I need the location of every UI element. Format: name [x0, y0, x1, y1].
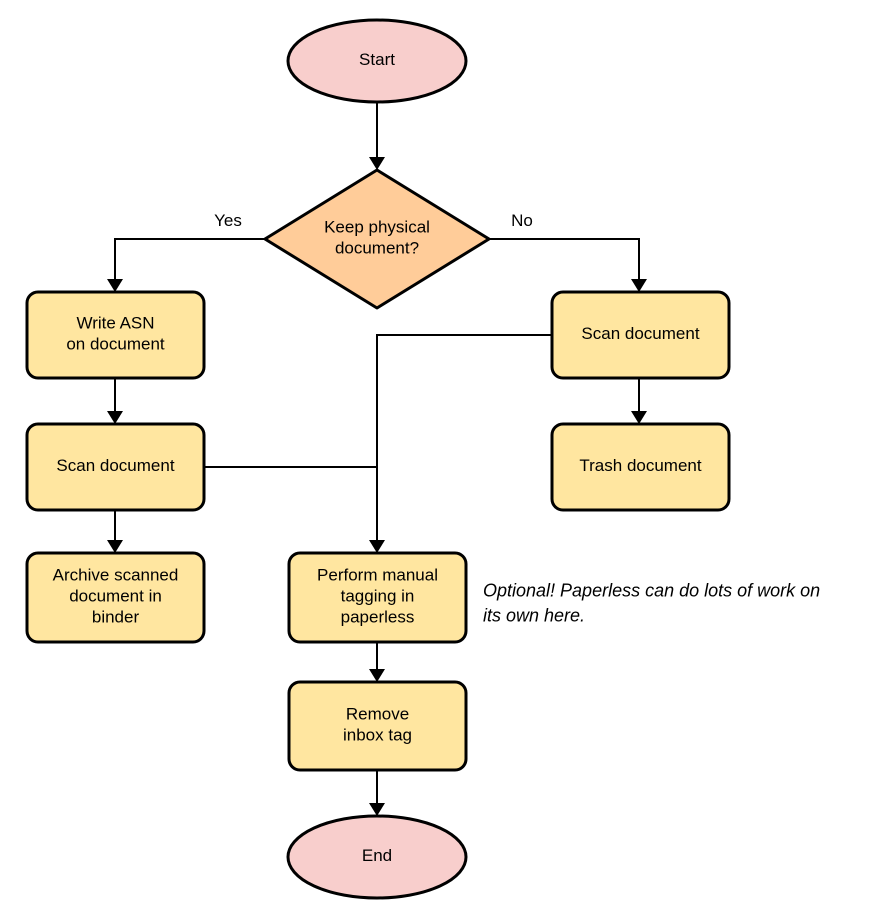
edge-remove-inbox-end-arrowhead — [369, 803, 385, 816]
edge-decision-write-asn-label: Yes — [214, 211, 242, 230]
edge-decision-scan-right-arrowhead — [631, 279, 647, 292]
node-trash_document-shape[interactable] — [550, 422, 731, 512]
node-scan_right-label: Scan document — [581, 324, 699, 343]
node-start[interactable]: Start — [286, 18, 468, 104]
node-trash_document-label: Trash document — [579, 456, 701, 475]
node-start-shape[interactable] — [286, 18, 468, 104]
edge-scan-right-manual-tagging — [369, 334, 552, 553]
node-write_asn-shape[interactable] — [25, 290, 206, 380]
edge-scan-left-archive-arrowhead — [107, 540, 123, 553]
node-remove_inbox_tag-shape[interactable] — [287, 680, 468, 772]
node-scan_right-shape[interactable] — [550, 290, 731, 380]
node-scan_left-shape[interactable] — [25, 422, 206, 512]
edge-start-decision-arrowhead — [369, 157, 385, 170]
edge-decision-scan-right: No — [489, 211, 647, 292]
node-manual_tagging-shape[interactable] — [287, 551, 468, 644]
edge-scan-right-trash-arrowhead — [631, 411, 647, 424]
node-decision_keep-shape[interactable] — [263, 168, 491, 310]
edge-decision-write-asn: Yes — [107, 211, 266, 292]
annotations-layer: Optional! Paperless can do lots of work … — [483, 580, 820, 625]
edge-decision-scan-right-label: No — [511, 211, 533, 230]
edge-scan-left-archive — [107, 510, 123, 553]
node-start-label: Start — [359, 50, 395, 69]
edge-start-decision — [369, 102, 385, 170]
edge-scan-right-trash — [631, 378, 647, 424]
edge-manual-tagging-remove-inbox — [369, 642, 385, 682]
node-end-shape[interactable] — [286, 814, 468, 900]
node-end[interactable]: End — [286, 814, 468, 900]
node-scan_right[interactable]: Scan document — [550, 290, 731, 380]
node-trash_document[interactable]: Trash document — [550, 422, 731, 512]
node-scan_left[interactable]: Scan document — [25, 422, 206, 512]
edge-write-asn-scan-left — [107, 378, 123, 424]
optional-note: Optional! Paperless can do lots of work … — [483, 580, 820, 625]
edge-write-asn-scan-left-arrowhead — [107, 411, 123, 424]
node-end-label: End — [362, 846, 392, 865]
edge-scan-right-manual-tagging-arrowhead — [369, 540, 385, 553]
node-scan_left-label: Scan document — [56, 456, 174, 475]
edge-remove-inbox-end — [369, 770, 385, 816]
node-archive_binder-shape[interactable] — [25, 551, 206, 644]
edge-decision-write-asn-arrowhead — [107, 279, 123, 292]
edge-manual-tagging-remove-inbox-arrowhead — [369, 669, 385, 682]
edges-layer: Yes No — [107, 102, 647, 816]
